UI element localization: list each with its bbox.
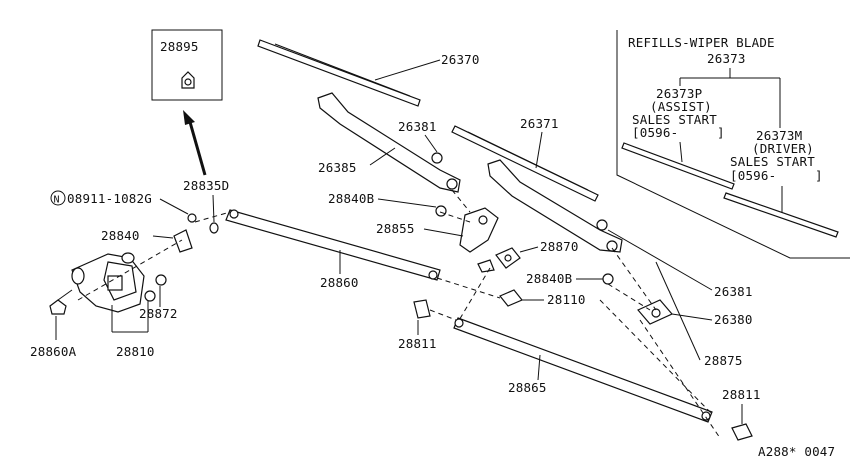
nut-28835d: 28835D — [183, 178, 229, 234]
label-28875: 28875 — [704, 353, 743, 368]
label-28870: 28870 — [540, 239, 579, 254]
link-rod-28865: 28865 — [453, 317, 713, 423]
label-28840b-bottom: 28840B — [526, 271, 572, 286]
diagram-code: A288* 0047 — [758, 444, 835, 459]
pivot-28870: 28870 — [477, 239, 579, 273]
refill-assist-sales: SALES START — [632, 112, 717, 127]
label-08911-1082g: 08911-1082G — [67, 191, 152, 206]
refill-driver-part: 26373M — [756, 128, 802, 143]
bracket-28110: 28110 — [499, 289, 586, 307]
label-26370: 26370 — [441, 52, 480, 67]
label-28811-left: 28811 — [398, 336, 437, 351]
label-28835d: 28835D — [183, 178, 229, 193]
grommet-28811-left: 28811 — [398, 299, 437, 351]
label-28840b-top: 28840B — [328, 191, 374, 206]
nut-28840b-bottom: 28840B — [526, 271, 614, 286]
label-26385: 26385 — [318, 160, 357, 175]
label-26371: 26371 — [520, 116, 559, 131]
label-28865: 28865 — [508, 380, 547, 395]
dashed-guides — [77, 189, 721, 439]
refill-driver-date: [0596- ] — [730, 168, 823, 183]
label-group-28875: 28875 — [655, 261, 743, 368]
label-28811-right: 28811 — [722, 387, 761, 402]
label-28860a: 28860A — [30, 344, 77, 359]
label-28872: 28872 — [139, 306, 178, 321]
label-26380: 26380 — [714, 312, 753, 327]
wiper-motor-28810: 28810 28872 — [71, 252, 178, 359]
nut-28840b-top: 28840B — [328, 191, 447, 217]
label-28855: 28855 — [376, 221, 415, 236]
refill-assist-part: 26373P — [656, 86, 702, 101]
bolt-28860a: 28860A — [30, 289, 77, 359]
link-rod-28860: 28860 — [225, 209, 441, 290]
label-28110: 28110 — [547, 292, 586, 307]
label-28810: 28810 — [116, 344, 155, 359]
pivot-26380: 26380 — [637, 299, 753, 327]
refill-assist-date: [0596- ] — [632, 125, 725, 140]
refills-panel: REFILLS-WIPER BLADE 26373 26373P (ASSIST… — [616, 30, 850, 259]
wiper-blade-26371: 26371 — [451, 116, 599, 202]
refill-driver-label: (DRIVER) — [752, 141, 814, 156]
bolt-08911-1082g: N 08911-1082G — [50, 190, 197, 223]
label-28840: 28840 — [101, 228, 140, 243]
refills-title: REFILLS-WIPER BLADE — [628, 35, 775, 50]
label-26381-top: 26381 — [398, 119, 437, 134]
label-08911-prefix: N — [54, 195, 60, 206]
refill-assist-label: (ASSIST) — [650, 99, 712, 114]
wiper-arm-26385: 26385 26381 — [317, 92, 461, 193]
inset-28895: 28895 — [151, 29, 223, 101]
refill-driver-sales: SALES START — [730, 154, 815, 169]
bracket-28855: 28855 — [376, 207, 499, 253]
wiper-arm-second: 26381 — [487, 159, 753, 299]
grommet-28811-right: 28811 — [722, 387, 761, 441]
refills-group: 26373 — [707, 51, 746, 66]
wiper-blade-26370: 26370 — [257, 39, 480, 107]
bracket-28840: 28840 — [101, 228, 193, 253]
label-26381-bottom: 26381 — [714, 284, 753, 299]
arrow-to-inset — [183, 110, 207, 176]
label-28895: 28895 — [160, 39, 199, 54]
label-28860: 28860 — [320, 275, 359, 290]
